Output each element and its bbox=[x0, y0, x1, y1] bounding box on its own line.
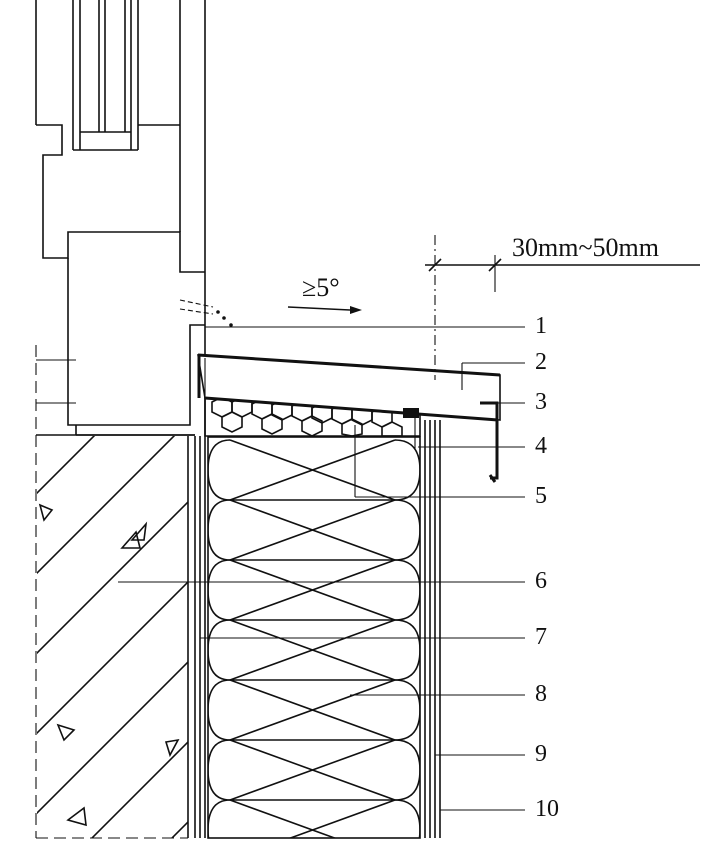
callout-7: 7 bbox=[535, 624, 547, 650]
aggregate-triangles bbox=[38, 503, 180, 827]
slope-label: ≥5° bbox=[302, 273, 340, 302]
wall-dashed-outline bbox=[35, 345, 195, 839]
concrete-wall-hatch bbox=[37, 436, 188, 838]
callout-5: 5 bbox=[535, 483, 547, 509]
leader-lines bbox=[118, 326, 525, 811]
callout-9: 9 bbox=[535, 741, 547, 767]
outer-finish-layers bbox=[424, 420, 441, 838]
callout-1: 1 bbox=[535, 313, 547, 339]
water-drip-marks bbox=[179, 299, 233, 327]
overhang-dimension: 30mm~50mm bbox=[425, 233, 700, 380]
callout-labels: 1 2 3 4 5 6 7 8 9 10 bbox=[535, 313, 559, 822]
callout-3: 3 bbox=[535, 389, 547, 415]
callout-10: 10 bbox=[535, 796, 559, 822]
callout-8: 8 bbox=[535, 681, 547, 707]
wall-face-layers bbox=[187, 285, 206, 838]
callout-4: 4 bbox=[535, 433, 547, 459]
callout-6: 6 bbox=[535, 568, 547, 594]
window-sill-board bbox=[197, 353, 501, 422]
dimension-label: 30mm~50mm bbox=[512, 233, 659, 262]
window-frame bbox=[35, 0, 206, 436]
slope-indicator: ≥5° bbox=[287, 273, 362, 314]
insulation-board bbox=[207, 436, 421, 839]
callout-2: 2 bbox=[535, 349, 547, 375]
